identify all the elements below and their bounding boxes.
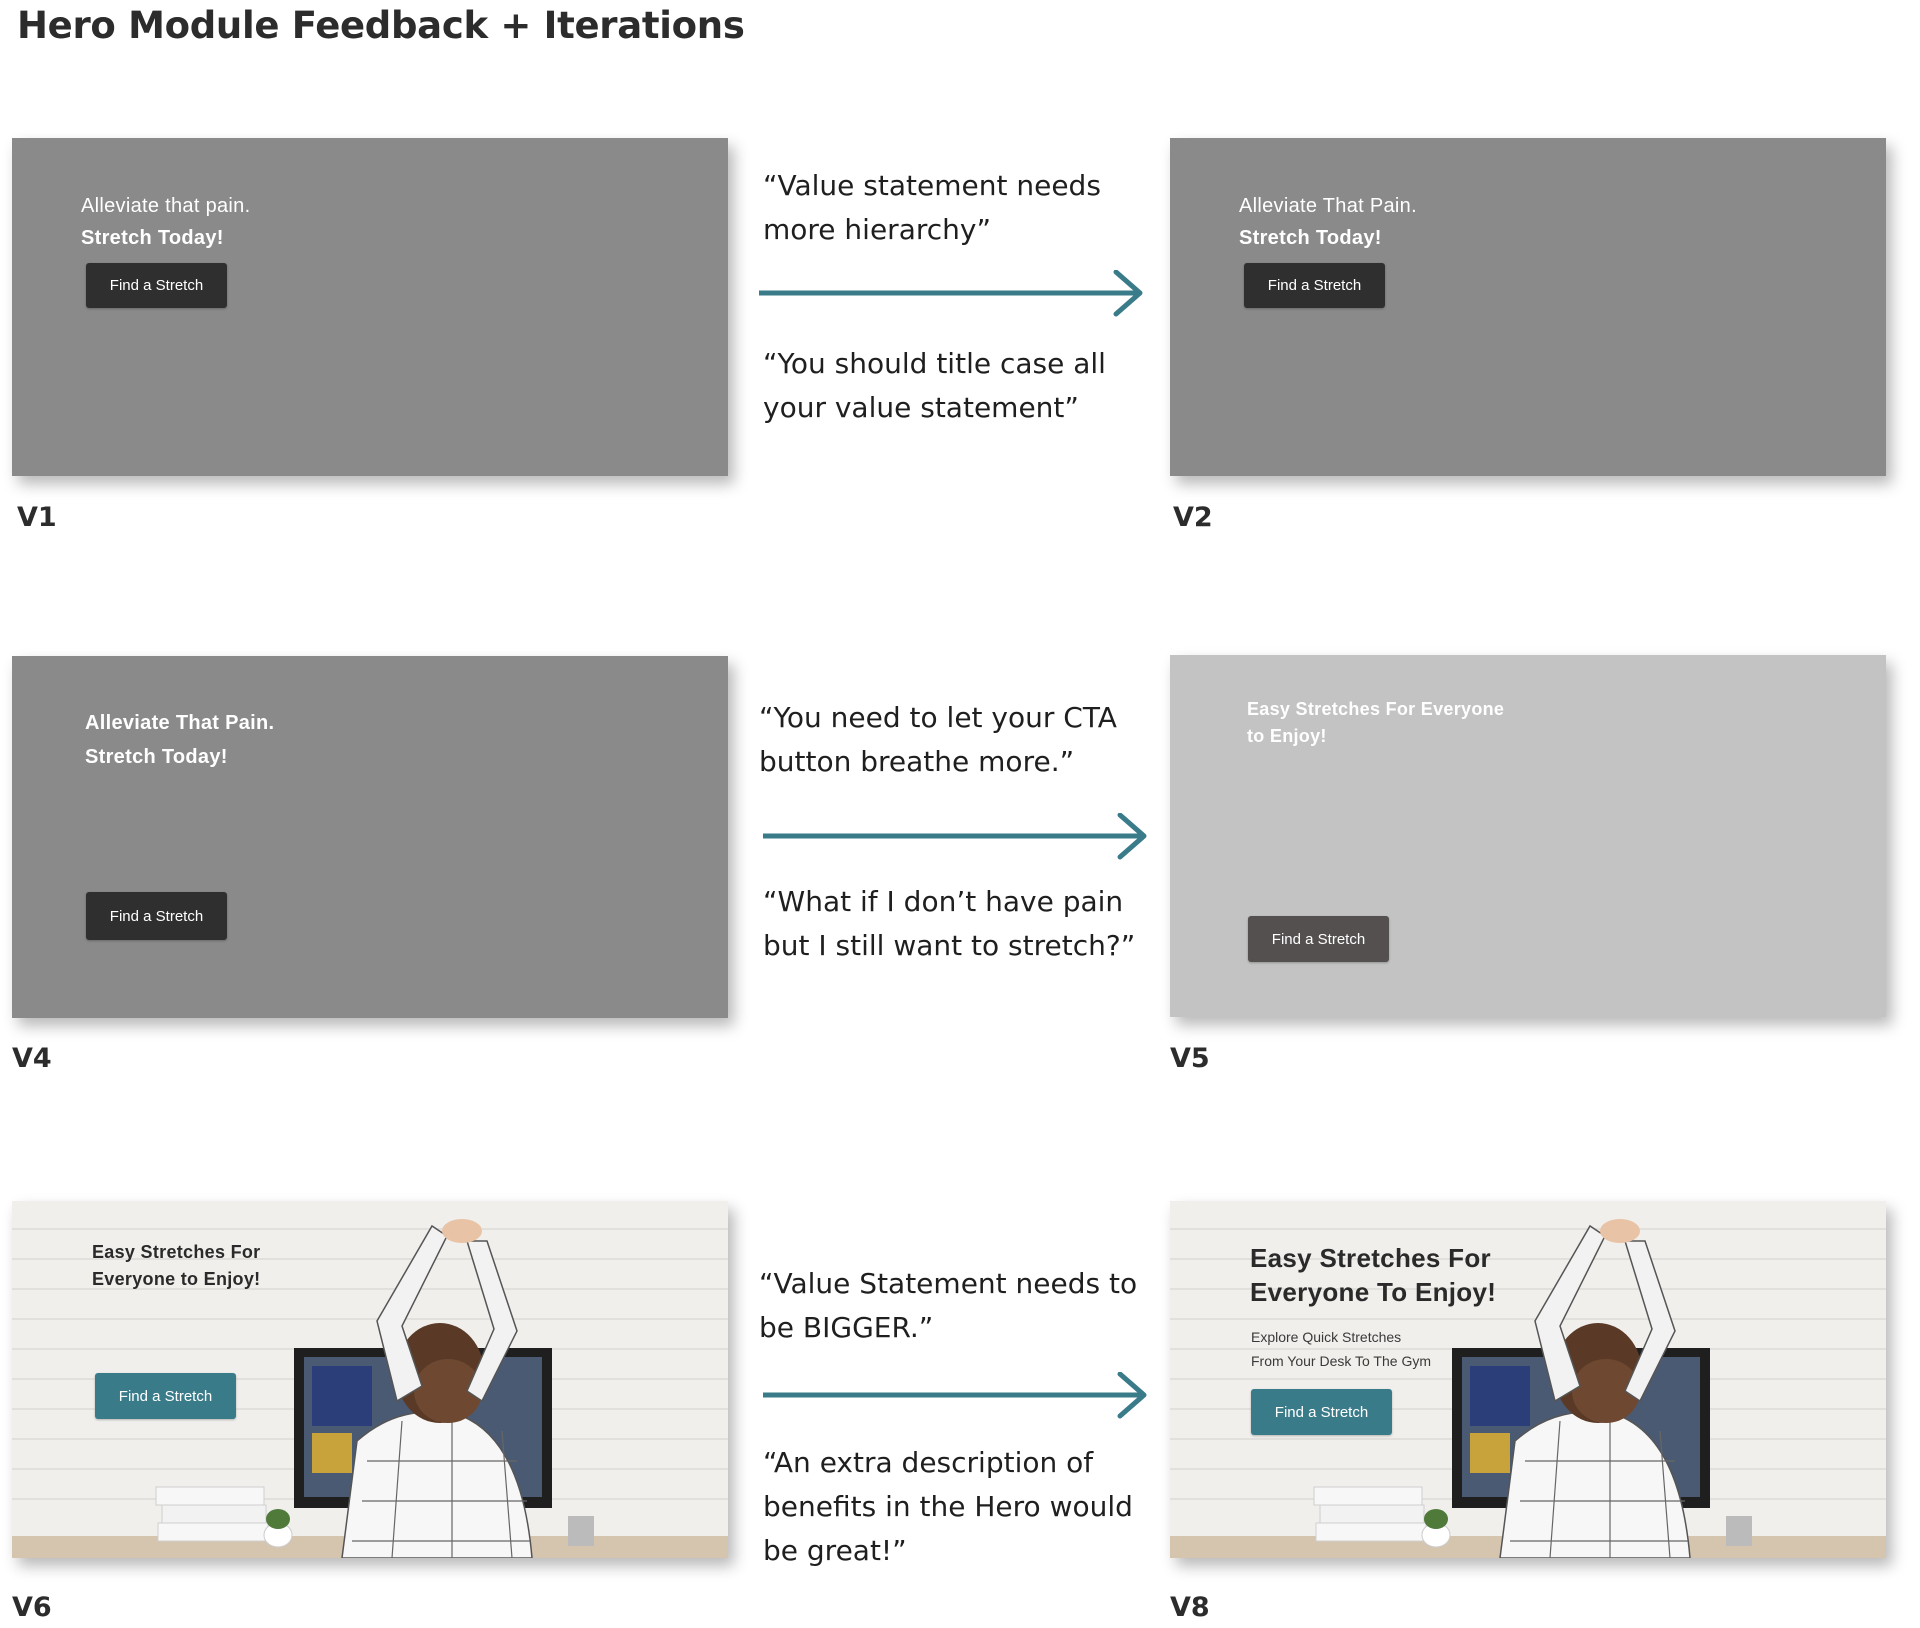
version-label-v8: V8 xyxy=(1170,1592,1210,1623)
hero-mockup-v8: Easy Stretches For Everyone To Enjoy! Ex… xyxy=(1170,1201,1886,1558)
feedback-quote: “What if I don’t have pain but I still w… xyxy=(763,885,1136,962)
version-label-v6: V6 xyxy=(12,1592,52,1623)
right-arrow-icon xyxy=(763,1372,1147,1419)
version-label-v1: V1 xyxy=(17,502,57,533)
woman-stretching-photo xyxy=(12,1201,728,1558)
value-statement-line-1: Easy Stretches For xyxy=(92,1242,261,1262)
value-statement-line-2: Stretch Today! xyxy=(1239,227,1382,249)
hero-mockup-v2: Alleviate That Pain. Stretch Today! Find… xyxy=(1170,138,1886,476)
value-statement-line-1: Alleviate That Pain. xyxy=(85,712,275,734)
value-statement: Easy Stretches For Everyone to Enjoy! xyxy=(1247,696,1504,750)
find-a-stretch-button[interactable]: Find a Stretch xyxy=(86,263,227,308)
value-statement: Alleviate that pain. Stretch Today! xyxy=(81,190,250,254)
find-a-stretch-button[interactable]: Find a Stretch xyxy=(1244,263,1385,308)
right-arrow-icon xyxy=(759,270,1143,317)
value-statement: Alleviate That Pain. Stretch Today! xyxy=(1239,190,1417,254)
find-a-stretch-button[interactable]: Find a Stretch xyxy=(95,1373,236,1419)
value-statement-line-2: Stretch Today! xyxy=(81,227,224,249)
value-statement-line-1: Easy Stretches For Everyone xyxy=(1247,699,1505,719)
value-statement: Easy Stretches For Everyone to Enjoy! xyxy=(92,1239,260,1293)
version-label-v5: V5 xyxy=(1170,1043,1210,1074)
value-statement-line-1: Alleviate that pain. xyxy=(81,195,251,217)
value-statement-line-2: Stretch Today! xyxy=(85,746,228,768)
woman-stretching-photo xyxy=(1170,1201,1886,1558)
version-label-v4: V4 xyxy=(12,1043,52,1074)
version-label-v2: V2 xyxy=(1173,502,1213,533)
hero-description-line-2: From Your Desk To The Gym xyxy=(1251,1353,1431,1369)
hero-mockup-v6: Easy Stretches For Everyone to Enjoy! Fi… xyxy=(12,1201,728,1558)
feedback-quote: “Value Statement needs to be BIGGER.” xyxy=(759,1267,1138,1344)
hero-mockup-v1: Alleviate that pain. Stretch Today! Find… xyxy=(12,138,728,476)
hero-description-line-1: Explore Quick Stretches xyxy=(1251,1329,1402,1345)
hero-description: Explore Quick Stretches From Your Desk T… xyxy=(1251,1325,1431,1373)
right-arrow-icon xyxy=(763,813,1147,860)
feedback-quote: “You should title case all your value st… xyxy=(763,347,1106,424)
feedback-quote: “Value statement needs more hierarchy” xyxy=(763,169,1101,246)
hero-mockup-v5: Easy Stretches For Everyone to Enjoy! Fi… xyxy=(1170,655,1886,1017)
feedback-quote: “An extra description of benefits in the… xyxy=(763,1446,1133,1567)
value-statement-line-2: to Enjoy! xyxy=(1247,726,1327,746)
hero-mockup-v4: Alleviate That Pain. Stretch Today! Find… xyxy=(12,656,728,1018)
value-statement-line-2: Everyone to Enjoy! xyxy=(92,1269,261,1289)
value-statement-line-2: Everyone To Enjoy! xyxy=(1250,1277,1497,1307)
value-statement-line-1: Alleviate That Pain. xyxy=(1239,195,1417,217)
find-a-stretch-button[interactable]: Find a Stretch xyxy=(1251,1389,1392,1435)
feedback-quote: “You need to let your CTA button breathe… xyxy=(759,701,1117,778)
find-a-stretch-button[interactable]: Find a Stretch xyxy=(86,892,227,940)
value-statement: Easy Stretches For Everyone To Enjoy! xyxy=(1250,1241,1496,1309)
value-statement-line-1: Easy Stretches For xyxy=(1250,1243,1491,1273)
page-title: Hero Module Feedback + Iterations xyxy=(17,4,745,47)
find-a-stretch-button[interactable]: Find a Stretch xyxy=(1248,916,1389,962)
value-statement: Alleviate That Pain. Stretch Today! xyxy=(85,706,274,774)
